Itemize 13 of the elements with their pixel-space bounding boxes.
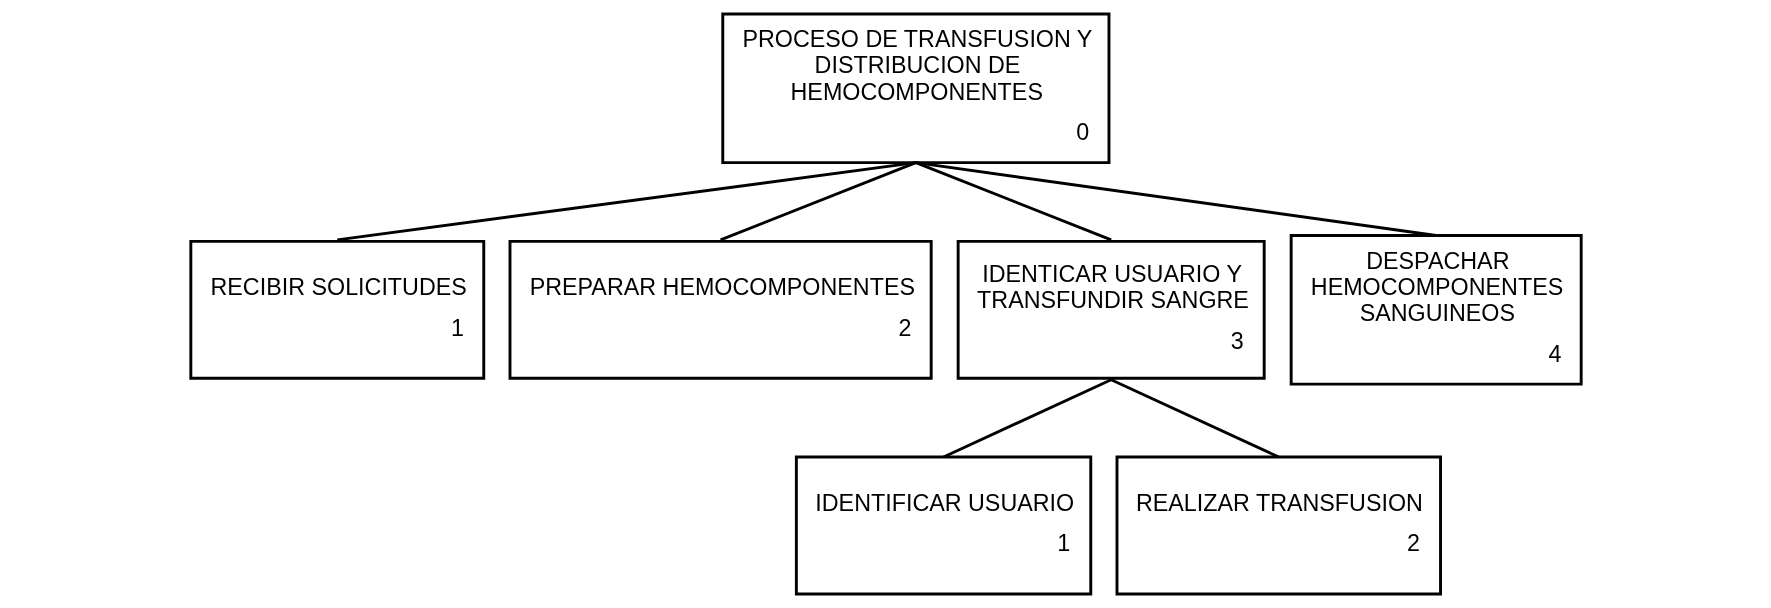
node-box: IDENTIFICAR USUARIO 1: [794, 455, 1092, 596]
connector: [336, 161, 916, 242]
node-box: REALIZAR TRANSFUSION 2: [1115, 455, 1442, 596]
connector: [1110, 378, 1279, 459]
node-box: PROCESO DE TRANSFUSION Y DISTRIBUCION DE HEMOCOMPONENTES 0: [720, 12, 1110, 165]
connector: [914, 161, 1112, 242]
node-box: DESPACHAR HEMOCOMPONENTES SANGUINEOS 4: [1289, 234, 1583, 386]
connector: [719, 161, 916, 242]
node-box: IDENTICAR USUARIO Y TRANSFUNDIR SANGRE 3: [956, 239, 1266, 380]
node-box: RECIBIR SOLICITUDES 1: [188, 239, 485, 380]
node-box: PREPARAR HEMOCOMPONENTES 2: [508, 239, 933, 380]
connector: [915, 161, 1436, 237]
connector: [942, 378, 1112, 459]
